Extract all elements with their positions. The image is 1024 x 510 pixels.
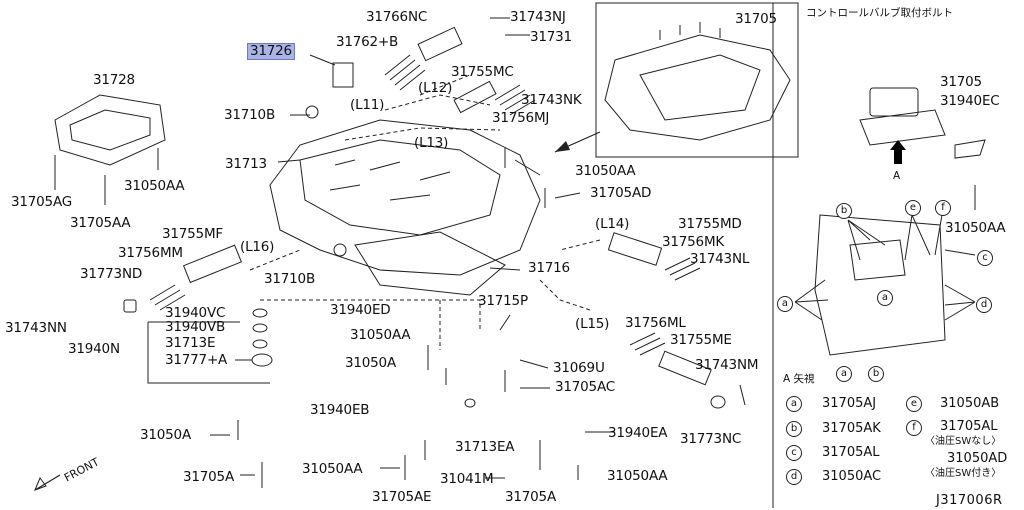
- part-label-31940EB[interactable]: 31940EB: [310, 402, 370, 418]
- part-label-31050A-d[interactable]: 31050A: [345, 355, 396, 371]
- part-label-31756MJ[interactable]: 31756MJ: [492, 110, 550, 126]
- part-label-31041M[interactable]: 31041M: [440, 471, 494, 487]
- part-label-31713[interactable]: 31713: [225, 156, 267, 172]
- part-label-31050AA-b[interactable]: 31050AA: [124, 178, 185, 194]
- callout-f-1: f: [935, 200, 951, 216]
- part-label-31755ME[interactable]: 31755ME: [670, 332, 732, 348]
- part-label-31050AA-c[interactable]: 31050AA: [350, 327, 411, 343]
- part-label-31705A-b[interactable]: 31705A: [505, 489, 556, 505]
- part-label-31726[interactable]: 31726: [247, 43, 295, 60]
- part-label-31050AA-right[interactable]: 31050AA: [945, 220, 1006, 236]
- legend-key-b: b: [786, 421, 802, 437]
- line-ref-l15: (L15): [575, 316, 610, 332]
- part-label-31705AD[interactable]: 31705AD: [590, 185, 652, 201]
- legend-note-f2: 〈油圧SW付き〉: [925, 468, 1002, 479]
- legend-code-e[interactable]: 31050AB: [940, 396, 1000, 411]
- part-label-31705A-a[interactable]: 31705A: [183, 469, 234, 485]
- part-label-31050AA-f[interactable]: 31050AA: [607, 468, 668, 484]
- legend-code-d[interactable]: 31050AC: [822, 469, 882, 484]
- callout-d-1: d: [976, 297, 992, 313]
- part-label-31705-right[interactable]: 31705: [940, 74, 982, 90]
- legend-code-f[interactable]: 31705AL: [940, 419, 998, 434]
- callout-b-2: b: [868, 366, 884, 382]
- part-label-31050AA-a[interactable]: 31050AA: [575, 163, 636, 179]
- part-label-31755MC[interactable]: 31755MC: [451, 64, 514, 80]
- legend-key-d: d: [786, 469, 802, 485]
- part-label-31705-top[interactable]: 31705: [735, 11, 777, 27]
- part-label-31940EA[interactable]: 31940EA: [608, 425, 668, 441]
- part-label-31940ED[interactable]: 31940ED: [330, 302, 391, 318]
- part-label-31743NJ[interactable]: 31743NJ: [510, 9, 566, 25]
- part-label-31713E[interactable]: 31713E: [165, 335, 216, 351]
- line-ref-l12: (L12): [418, 80, 453, 96]
- callout-a-1: a: [777, 296, 793, 312]
- legend-code-c[interactable]: 31705AL: [822, 445, 880, 460]
- part-label-31756MM[interactable]: 31756MM: [118, 245, 183, 261]
- part-label-31755MF[interactable]: 31755MF: [162, 226, 223, 242]
- legend-key-a: a: [786, 396, 802, 412]
- callout-c-1: c: [977, 250, 993, 266]
- legend-key-c: c: [786, 445, 802, 461]
- part-label-31773ND[interactable]: 31773ND: [80, 266, 143, 282]
- part-label-31756MK[interactable]: 31756MK: [662, 234, 725, 250]
- part-label-31940VB[interactable]: 31940VB: [165, 319, 226, 335]
- part-label-31705AA[interactable]: 31705AA: [70, 215, 131, 231]
- part-label-31728[interactable]: 31728: [93, 72, 135, 88]
- part-label-31940N[interactable]: 31940N: [68, 341, 120, 357]
- callout-e-1: e: [905, 200, 921, 216]
- part-label-31743NM[interactable]: 31743NM: [695, 357, 759, 373]
- part-label-31069U[interactable]: 31069U: [553, 360, 605, 376]
- legend-code-b[interactable]: 31705AK: [822, 421, 881, 436]
- line-ref-l16: (L16): [240, 239, 275, 255]
- part-label-31050A[interactable]: 31050A: [140, 427, 191, 443]
- view-a-caption: A 矢視: [783, 373, 815, 385]
- line-ref-l13: (L13): [414, 135, 449, 151]
- part-label-31731[interactable]: 31731: [530, 29, 572, 45]
- legend-key-f: f: [906, 420, 922, 436]
- part-label-31743NN[interactable]: 31743NN: [5, 320, 67, 336]
- part-label-31756ML[interactable]: 31756ML: [625, 315, 686, 331]
- part-label-31705AC[interactable]: 31705AC: [555, 379, 615, 395]
- part-label-31716[interactable]: 31716: [528, 260, 570, 276]
- part-label-31710B-a[interactable]: 31710B: [224, 107, 276, 123]
- part-label-31940VC[interactable]: 31940VC: [165, 305, 226, 321]
- legend-code-a[interactable]: 31705AJ: [822, 396, 877, 411]
- part-label-31762B[interactable]: 31762+B: [336, 34, 399, 50]
- legend-note-f: 〈油圧SWなし〉: [925, 436, 1002, 447]
- callout-a-2: a: [877, 290, 893, 306]
- part-label-31743NK[interactable]: 31743NK: [521, 92, 582, 108]
- part-label-31773NC[interactable]: 31773NC: [680, 431, 742, 447]
- part-label-31940EC[interactable]: 31940EC: [940, 93, 1000, 109]
- part-label-31755MD[interactable]: 31755MD: [678, 216, 742, 232]
- part-label-31710B-b[interactable]: 31710B: [264, 271, 316, 287]
- inset-title: コントロールバルブ取付ボルト: [806, 7, 953, 19]
- part-label-31705AG[interactable]: 31705AG: [11, 194, 73, 210]
- line-ref-l11: (L11): [350, 97, 385, 113]
- part-label-31705AE[interactable]: 31705AE: [372, 489, 432, 505]
- callout-b-1: b: [836, 203, 852, 219]
- part-label-31777A[interactable]: 31777+A: [165, 352, 228, 368]
- part-label-31713EA[interactable]: 31713EA: [455, 439, 515, 455]
- view-a-label: A: [893, 170, 901, 182]
- callout-a-3: a: [836, 366, 852, 382]
- diagram-reference-code: J317006R: [936, 493, 1003, 508]
- part-label-31050AA-e[interactable]: 31050AA: [302, 461, 363, 477]
- part-label-31715P[interactable]: 31715P: [478, 293, 528, 309]
- part-label-31766NC[interactable]: 31766NC: [366, 9, 428, 25]
- line-ref-l14: (L14): [595, 216, 630, 232]
- legend-key-e: e: [906, 396, 922, 412]
- part-label-31743NL[interactable]: 31743NL: [690, 251, 750, 267]
- legend-code-f2[interactable]: 31050AD: [947, 451, 1008, 466]
